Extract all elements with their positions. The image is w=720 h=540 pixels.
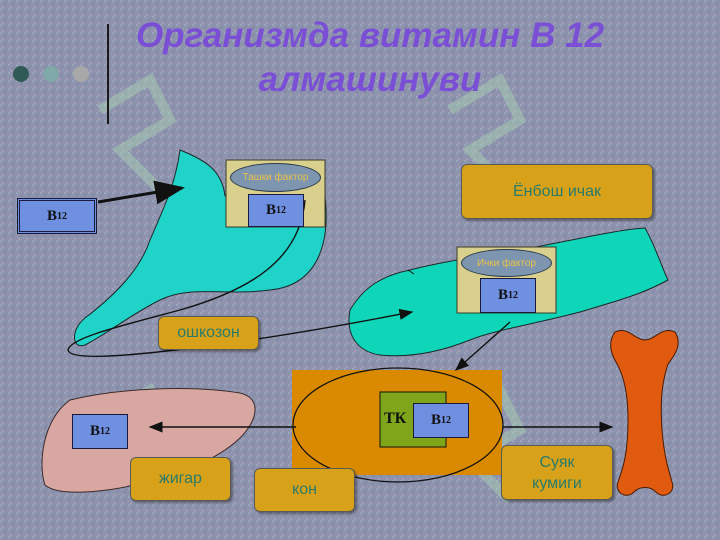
small-intestine-label: Ёнбош ичак — [461, 164, 653, 219]
arrow-stomach-to-intestine — [67, 199, 414, 357]
bone-marrow-label-text: Суяк кумиги — [532, 453, 582, 492]
b12-stomach-sub: 12 — [276, 205, 286, 216]
bone-shape — [610, 330, 679, 496]
b12-intestine-letter: B — [497, 287, 508, 303]
small-tick — [407, 269, 415, 275]
internal-factor-ellipse: Ички фактор — [461, 249, 552, 277]
internal-factor-label: Ички фактор — [476, 257, 536, 269]
arrow-intestine-to-blood — [454, 321, 511, 371]
title-line-1: Организмда витамин В 12 — [135, 16, 605, 55]
b12-stomach-letter: B — [265, 202, 276, 218]
stomach-label-text: ошкозон — [177, 324, 240, 341]
tk-label: ТК — [384, 410, 407, 427]
liver-label: жигар — [130, 457, 231, 501]
blood-ellipse — [292, 367, 504, 483]
b12-intake-letter: B — [46, 207, 57, 224]
stomach-label: ошкозон — [158, 316, 259, 350]
b12-liver-letter: B — [89, 423, 100, 439]
b12-intestine-sub: 12 — [508, 290, 518, 301]
decor-dot-mid — [43, 66, 59, 82]
b12-liver-sub: 12 — [100, 426, 110, 437]
title-line-2: алмашинуви — [258, 60, 482, 99]
b12-blood-letter: B — [430, 412, 441, 428]
blood-label-text: кон — [292, 481, 317, 498]
b12-blood-sub: 12 — [441, 415, 451, 426]
blood-label: кон — [254, 468, 355, 512]
external-factor-ellipse: Ташки фактор — [230, 163, 321, 192]
bone-marrow-label: Суяк кумиги — [501, 445, 613, 500]
b12-intake-sub: 12 — [57, 210, 67, 222]
small-intestine-label-text: Ёнбош ичак — [512, 182, 602, 200]
slide-title: Организмда витамин В 12 алмашинуви — [100, 14, 640, 102]
liver-label-text: жигар — [159, 470, 202, 487]
decor-dot-light — [73, 66, 89, 82]
decor-dot-dark — [13, 66, 29, 82]
external-factor-label: Ташки фактор — [242, 172, 309, 183]
arrow-intake — [97, 180, 185, 205]
